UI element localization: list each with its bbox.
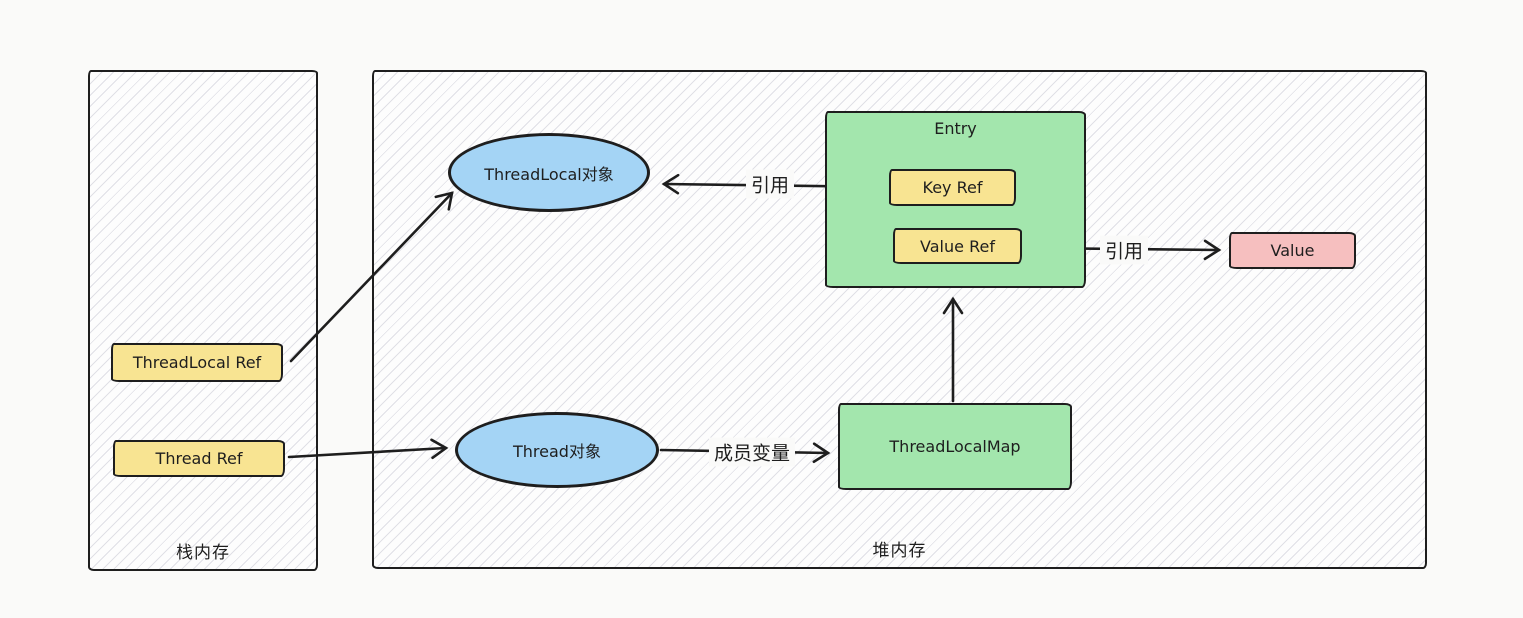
entry-label: Entry <box>934 119 977 138</box>
value-ref-label: Value Ref <box>920 236 995 256</box>
edge-label-reference-value: 引用 <box>1099 235 1149 265</box>
value-label: Value <box>1270 241 1315 260</box>
threadlocal-ref-node: ThreadLocal Ref <box>111 343 283 382</box>
thread-ref-node: Thread Ref <box>113 440 285 477</box>
threadlocal-object-ellipse: ThreadLocal对象 <box>448 133 650 212</box>
thread-object-ellipse: Thread对象 <box>455 412 659 488</box>
threadlocalmap-box: ThreadLocalMap <box>838 403 1072 490</box>
threadlocalmap-label: ThreadLocalMap <box>889 437 1021 456</box>
edge-label-reference-key: 引用 <box>745 169 795 199</box>
threadlocal-ref-label: ThreadLocal Ref <box>132 353 262 372</box>
edge-label-member-variable: 成员变量 <box>708 437 796 467</box>
thread-object-label: Thread对象 <box>513 442 601 461</box>
thread-ref-label: Thread Ref <box>155 449 243 468</box>
threadlocal-object-label: ThreadLocal对象 <box>484 164 614 184</box>
value-ref-node: Value Ref <box>893 228 1022 264</box>
key-ref-node: Key Ref <box>889 169 1016 206</box>
heap-memory-label: 堆内存 <box>872 541 927 561</box>
stack-memory-label: 栈内存 <box>176 543 230 563</box>
value-node: Value <box>1229 232 1356 269</box>
stack-memory-container: 栈内存 <box>88 70 318 571</box>
key-ref-label: Key Ref <box>922 178 983 197</box>
